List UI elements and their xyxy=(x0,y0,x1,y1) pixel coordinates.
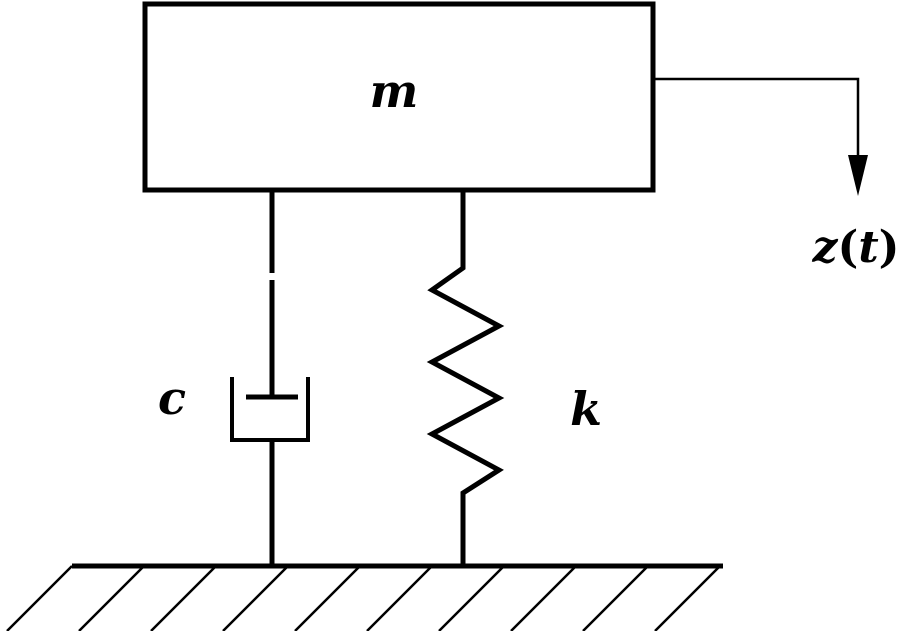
ground xyxy=(6,563,723,631)
displacement-leader-line xyxy=(653,77,860,158)
mass-rectangle xyxy=(142,1,656,193)
hatch-line xyxy=(222,565,289,631)
spring: k xyxy=(426,190,602,566)
hatch-line xyxy=(150,565,217,631)
hatch-line xyxy=(78,565,145,631)
displacement-symbol: z xyxy=(812,222,839,273)
displacement-arrow-icon xyxy=(848,155,868,196)
hatch-line xyxy=(510,565,577,631)
mass-block: m xyxy=(142,1,656,193)
damper-label: c xyxy=(158,371,186,425)
hatch-line xyxy=(582,565,649,631)
hatch-line xyxy=(294,565,361,631)
mass-label: m xyxy=(370,64,419,118)
spring-label: k xyxy=(570,382,602,436)
damper: c xyxy=(158,190,310,566)
spring-coil xyxy=(426,190,505,566)
displacement-open-paren: ( xyxy=(838,222,859,273)
hatch-line xyxy=(366,565,433,631)
displacement-close-paren: ) xyxy=(879,222,900,273)
ground-hatching xyxy=(6,565,721,631)
displacement-label: z(t) xyxy=(812,222,900,273)
displacement-indicator: z(t) xyxy=(653,77,900,273)
hatch-line xyxy=(6,565,73,631)
hatch-line xyxy=(438,565,505,631)
displacement-variable: t xyxy=(858,222,878,273)
hatch-line xyxy=(654,565,721,631)
